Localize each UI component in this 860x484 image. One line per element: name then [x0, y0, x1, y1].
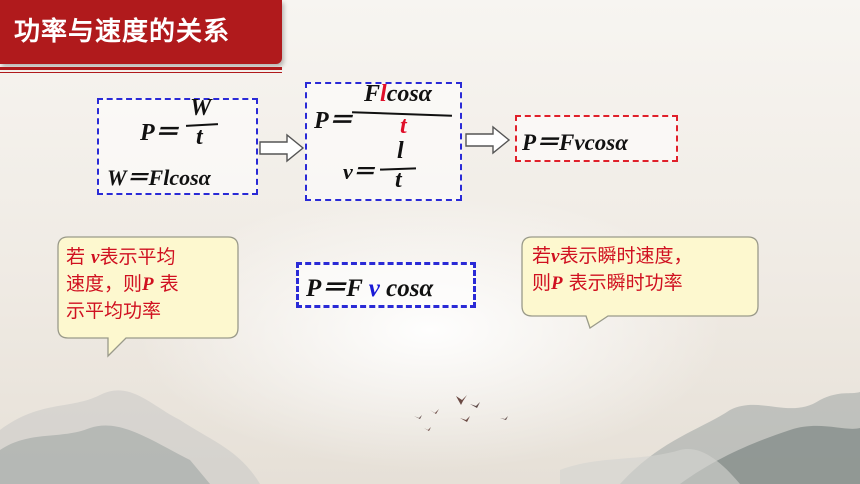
- box2-denominator: t: [400, 113, 407, 139]
- box2-p-label: P＝: [314, 108, 353, 134]
- callout-left-v: v: [91, 247, 100, 268]
- title-underline-thin: [0, 72, 282, 73]
- flying-birds-decoration: [414, 395, 508, 431]
- center-formula: P＝F v cosα: [306, 268, 433, 304]
- callout-right-line2a: 则: [532, 272, 552, 294]
- callout-left-line3: 示平均功率: [66, 300, 162, 322]
- callout-right-text: 若v表示瞬时速度， 则P 表示瞬时功率: [532, 243, 757, 297]
- title-underline: [0, 67, 282, 70]
- callout-left-p: P: [142, 274, 154, 295]
- callout-left-line1: 表示平均: [99, 246, 176, 268]
- box1-p-numerator: W: [190, 95, 212, 121]
- formula-box-power-velocity: [305, 82, 462, 201]
- box1-p-label: P＝: [140, 120, 179, 146]
- box2-v-denominator: t: [395, 167, 402, 193]
- callout-right-p: P: [551, 273, 563, 294]
- formula-box-power-work: [97, 98, 258, 195]
- arrow-right-icon: [259, 133, 305, 163]
- page-title: 功率与速度的关系: [14, 17, 231, 47]
- box2-num-f: F: [364, 81, 381, 107]
- arrow-right-icon: [465, 125, 511, 155]
- box2-v-label: v＝: [343, 159, 375, 184]
- callout-right-bubble: [521, 236, 759, 330]
- center-formula-right: cosα: [379, 275, 434, 302]
- callout-left-line2b: 表: [153, 273, 179, 295]
- callout-right-line2b: 表示瞬时功率: [562, 272, 683, 294]
- center-formula-left: P＝F: [306, 275, 369, 302]
- center-formula-v: v: [368, 275, 380, 302]
- center-formula-box: [296, 262, 476, 308]
- result-formula: P＝Fvcosα: [522, 130, 628, 155]
- callout-right-v: v: [551, 246, 560, 267]
- callout-left-line2a: 速度，则: [66, 273, 143, 295]
- title-banner: 功率与速度的关系: [0, 0, 282, 64]
- callout-left-text: 若 v表示平均 速度，则P 表 示平均功率: [66, 244, 236, 325]
- callout-right-pre: 若: [532, 245, 552, 267]
- callout-right-line1: 表示瞬时速度，: [559, 245, 693, 267]
- box1-work-equation: W＝Flcosα: [107, 165, 211, 190]
- callout-left-pre: 若: [66, 246, 92, 268]
- box2-v-numerator: l: [397, 138, 404, 164]
- formula-box-result: [515, 115, 678, 162]
- box1-p-denominator: t: [196, 124, 203, 150]
- box2-numerator: Flcosα: [364, 81, 432, 108]
- box2-num-cos: cosα: [386, 81, 432, 107]
- box2-num-l: l: [380, 81, 387, 107]
- callout-left-bubble: [57, 236, 239, 358]
